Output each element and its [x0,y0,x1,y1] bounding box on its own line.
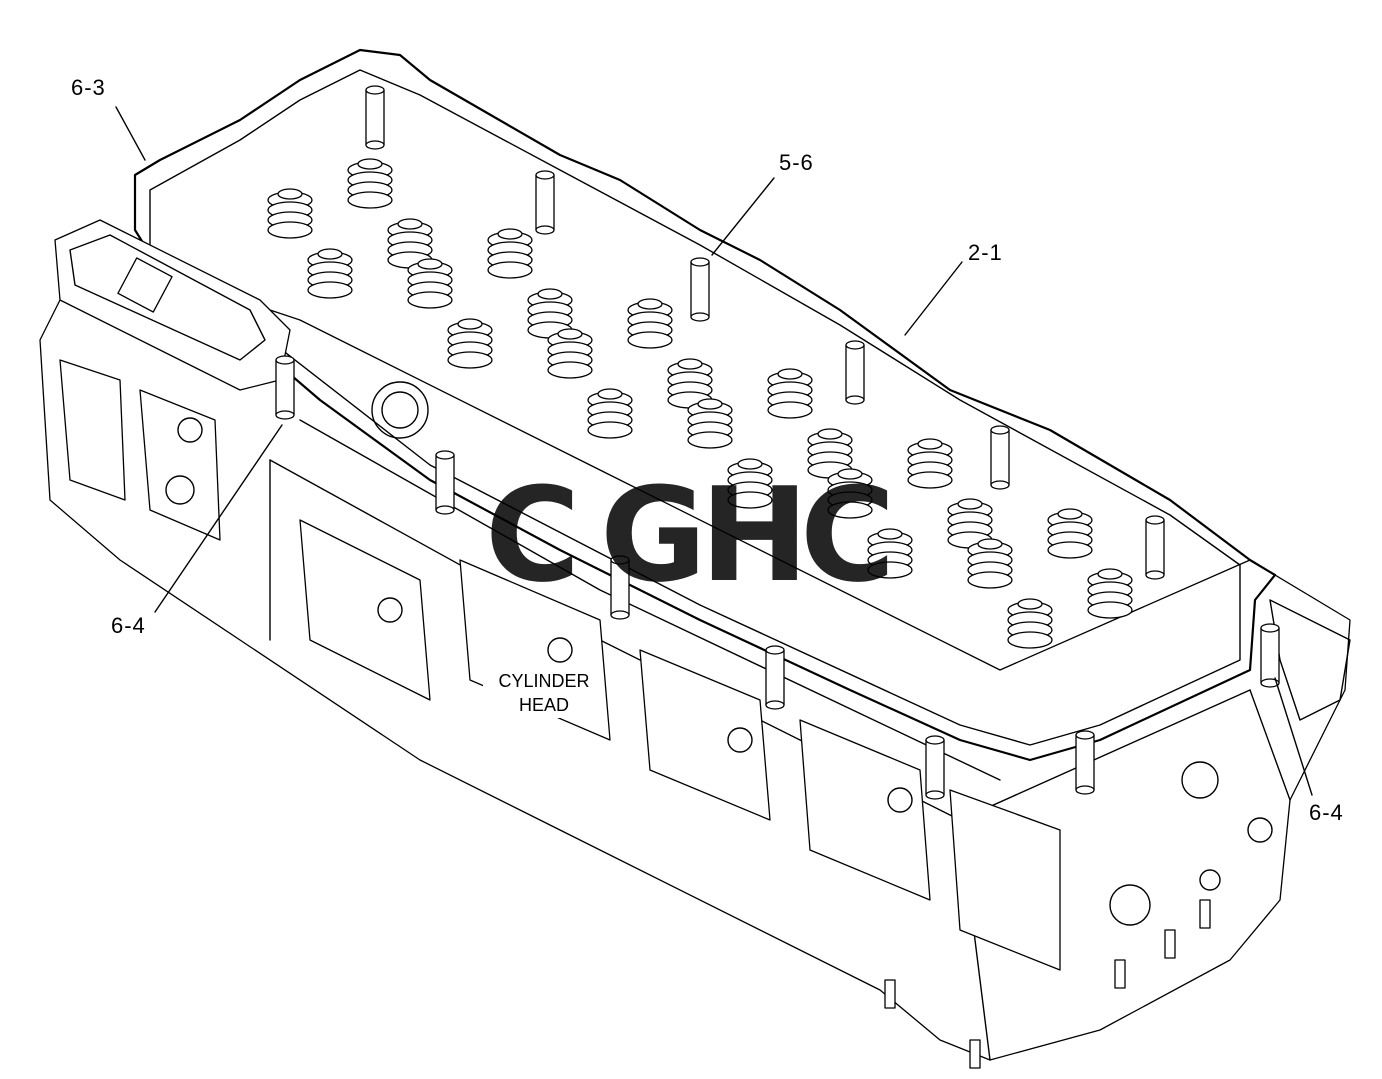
watermark-letter-2: G [600,459,707,611]
watermark: C G H C [485,459,895,611]
valve-spring [267,188,313,239]
head-bolt [535,170,555,235]
leader-lines [115,106,1313,796]
head-bolt [275,355,295,420]
valve-spring [807,428,853,479]
watermark-letter-1: C [485,459,580,611]
valve-spring [967,538,1013,589]
cylinder-head-drawing [39,48,1351,1069]
valve-spring [407,258,453,309]
head-bolt [690,257,710,322]
leader-6-4-left [154,424,283,613]
head-bolts [275,85,1280,800]
callout-6-4-right: 6-4 [1309,800,1344,825]
valve-spring [487,228,533,279]
valve-spring [727,458,773,509]
leader-5-6 [711,177,775,256]
bottom-studs [884,899,1211,1069]
valve-spring [687,398,733,449]
caption-line-1: CYLINDER [498,671,589,691]
head-bolt [1260,623,1280,688]
valve-spring [827,468,873,519]
head-bolt [365,85,385,150]
valve-spring [347,158,393,209]
valve-spring [587,388,633,439]
leader-6-3 [115,106,146,161]
head-bolt [925,735,945,800]
leader-6-4-right [1274,677,1313,796]
valve-spring [307,248,353,299]
valve-spring [1087,568,1133,619]
callout-6-3: 6-3 [71,75,106,100]
head-bolt [845,340,865,405]
stud [1114,959,1126,989]
cylinder-head-caption: CYLINDER HEAD [483,668,603,718]
valve-spring [627,298,673,349]
stud [1164,929,1176,959]
head-bolt [1075,730,1095,795]
watermark-letter-4: C [800,459,895,611]
callout-labels: 6-3 5-6 2-1 6-4 6-4 [71,75,1344,825]
head-bolt [990,425,1010,490]
head-bolt [435,450,455,515]
valve-spring [1047,508,1093,559]
head-bolt [765,645,785,710]
stud [969,1039,981,1069]
stud [884,979,896,1009]
leader-2-1 [904,261,963,336]
valve-spring [447,318,493,369]
valve-spring [767,368,813,419]
stud [1199,899,1211,929]
head-bolt [610,555,630,620]
valve-spring [527,288,573,339]
valve-spring [1007,598,1053,649]
valve-spring [907,438,953,489]
watermark-letter-3: H [700,459,809,611]
valve-spring [547,328,593,379]
head-bolt [1145,515,1165,580]
callout-2-1: 2-1 [968,240,1003,265]
callout-6-4-left: 6-4 [111,613,146,638]
valve-springs [267,158,1133,649]
valve-spring [867,528,913,579]
caption-line-2: HEAD [519,695,569,715]
callout-5-6: 5-6 [779,150,814,175]
